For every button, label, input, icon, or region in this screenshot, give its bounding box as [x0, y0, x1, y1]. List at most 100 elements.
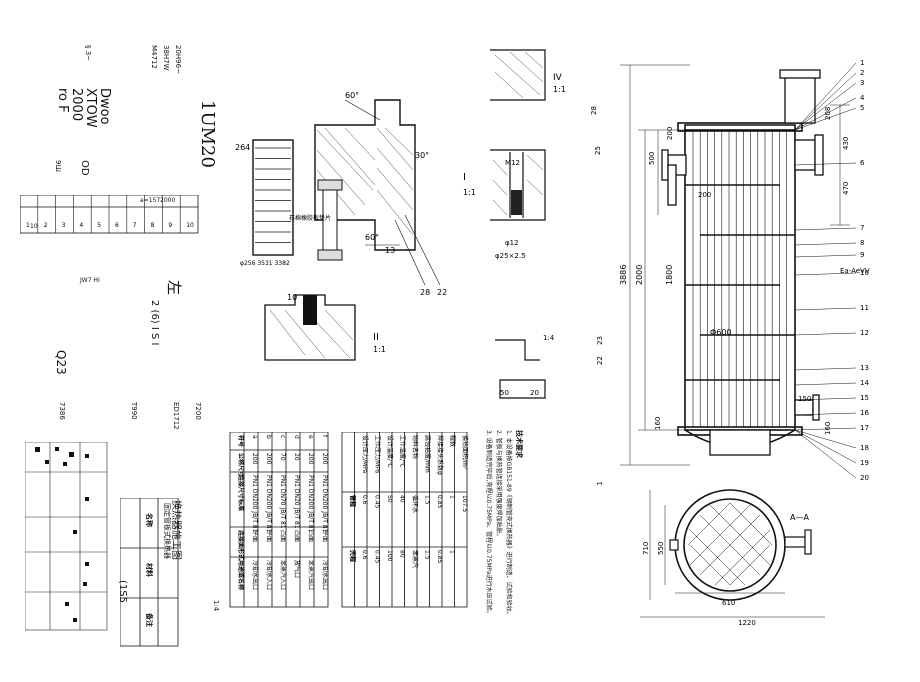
part-number-label: 14 [860, 379, 869, 387]
part-number-label: 6 [860, 159, 865, 167]
left-note: Ea-AeVV [840, 267, 870, 275]
part-number-label: 7 [860, 224, 864, 232]
table-cell: 0.45 [373, 550, 380, 564]
table-cell: 0.6 [361, 550, 368, 560]
drawing-number: 1UM20 [197, 100, 218, 168]
table-cell: 循环水 [411, 495, 419, 513]
table-cell: 凸面 [307, 530, 314, 542]
stamp-line-1: Dwoo [97, 88, 112, 125]
table-cell: 凸面 [293, 530, 300, 542]
dim-470: 470 [842, 182, 850, 195]
symbol-matrix [24, 441, 110, 632]
dim-overall: 3886 [619, 265, 628, 285]
table-cell: 50 [386, 495, 393, 503]
left-row-number: 1 [26, 222, 30, 229]
table-cell: 设计压力/MPa [361, 435, 369, 474]
left-row-number: 4 [79, 222, 83, 229]
table-cell: 200 [251, 453, 258, 465]
tech-note-3: 3. 设备制造完毕后,壳程以0.75MPa、管程以0.75MPa进行水压试验。 [485, 430, 492, 617]
dim-22: 22 [437, 288, 447, 297]
table-cell: 1 [448, 550, 455, 554]
dim-200b: 200 [698, 191, 711, 199]
part-number-label: 15 [860, 394, 869, 402]
table-cell: 0.45 [373, 495, 380, 509]
dim-28: 28 [420, 288, 430, 297]
part-number-label: 8 [860, 239, 864, 247]
title-block: 名称 材料 备注 固定管板式换热器 [119, 497, 190, 648]
detail-ii-label: II [373, 332, 379, 343]
dim-264: 264 [235, 143, 250, 152]
table-header-cell: 符号 [237, 435, 245, 447]
part-number-label: 17 [860, 424, 869, 432]
table-cell: PN1 DN20 JB/T 81 [293, 475, 300, 529]
dim-23: 23 [596, 336, 604, 345]
table-cell: PN1 DN200 JB/T 81 [307, 475, 314, 533]
table-cell: 焊接接头系数φ [436, 435, 444, 475]
phi12-label: φ12 [505, 239, 519, 247]
note-12: 左 [165, 280, 183, 296]
part-number-label: 2 [860, 69, 864, 77]
dim-22: 22 [596, 356, 604, 365]
table-cell: 程数 [448, 435, 456, 447]
note-2: 38H7W [162, 45, 170, 71]
table-cell: 0.85 [436, 495, 443, 509]
left-row-number: 3 [62, 222, 66, 229]
table-cell: 80 [398, 550, 405, 558]
part-number-label: 10 [860, 269, 869, 277]
table-cell: 平面 [265, 530, 272, 542]
table-cell: 0.6 [361, 495, 368, 505]
table-cell: 换热面积/m² [461, 435, 469, 470]
table-cell: 设计温度/℃ [386, 435, 394, 468]
note-9: T990 [130, 402, 138, 420]
left-row-number: 7 [133, 222, 137, 229]
note-1: 20H96~ [174, 45, 182, 74]
dim-710: 710 [642, 542, 650, 555]
note-13: 2 (6) I S I [149, 300, 160, 346]
table-cell: 200 [321, 453, 328, 465]
dim-25: 25 [594, 146, 602, 155]
dim-50: 50 [500, 389, 509, 397]
dim-500: 500 [648, 152, 656, 165]
table-cell: 苯蒸汽 [411, 550, 419, 568]
part-number-label: 18 [860, 444, 869, 452]
table-cell: a [251, 435, 258, 439]
left-row-number: 10 [186, 222, 194, 229]
dim-13: 13 [385, 246, 395, 255]
table-cell: 苯蒸汽出口 [307, 560, 315, 590]
table-cell: 100 [386, 550, 393, 562]
table-cell: 物料名称 [411, 435, 419, 459]
part-number-label: 11 [860, 304, 869, 312]
dim-208: 208 [824, 107, 832, 120]
note-3: M4712 [150, 45, 158, 69]
table-header-cell: 公称尺寸 [237, 453, 245, 477]
table-cell: e [307, 435, 314, 439]
table-cell: 1.5 [423, 495, 430, 505]
left-title-area: 1UM20 Dwoo XTOW 2000 ro F 20H96~ 38H7W M… [19, 30, 220, 647]
table-cell: 40 [398, 495, 405, 503]
part-number-label: 12 [860, 329, 869, 337]
dim-1220: 1220 [738, 619, 756, 625]
dim-160b: 160 [824, 422, 832, 435]
m12-label: M12 [505, 159, 520, 167]
table-cell: 70 [279, 453, 286, 461]
tech-notes: 技术要求 1. 本设备按GB151-89《钢制管壳式换热器》进行制造、试验和验收… [470, 430, 530, 630]
detail-drawings: 60° 60° 30° 13 28 22 10 264 I 1:1 II 1:1… [235, 91, 476, 361]
title-block-label-2: 材料 [145, 563, 153, 577]
table-cell: 107.5 [461, 495, 468, 512]
title-block-label-3: 备注 [145, 613, 153, 627]
dim-shell-dia: Φ600 [710, 328, 732, 337]
stamp-line-2: XTOW [83, 88, 98, 128]
table-cell: PN1 DN200 JB/T 81 [265, 475, 272, 533]
table-header-cell: 壳程 [348, 549, 356, 562]
note-6: 9Ш [54, 160, 62, 172]
table-cell: 平面 [321, 530, 328, 542]
table-cell: 平面 [251, 530, 258, 542]
drawing-title-text: 换热器施工图 [170, 500, 181, 560]
dim-baffle-span: 1800 [665, 265, 674, 285]
title-block-label-1: 名称 [145, 513, 153, 527]
tube-note: φ256 3531 3382 [240, 260, 290, 267]
left-table-label-4: 10 [30, 223, 38, 230]
table-cell: c [279, 435, 286, 438]
